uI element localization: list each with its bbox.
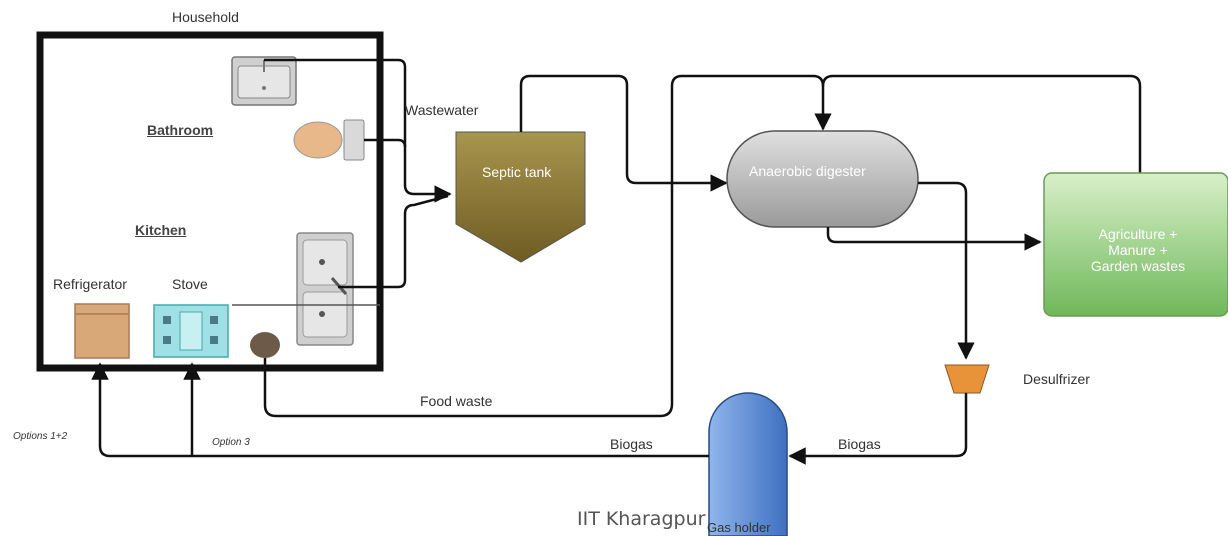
septic-tank-label: Septic tank [482,164,552,180]
anaerobic-digester-label: Anaerobic digester [749,163,866,179]
kitchen-label: Kitchen [135,222,187,238]
bathroom-label: Bathroom [147,122,214,138]
digester-to-agriculture-pipe [826,227,1042,251]
food-waste-label: Food waste [420,393,493,409]
agriculture-box-shape [1043,172,1228,317]
toilet-icon [293,119,365,161]
stove-icon [153,304,229,358]
gas-holder-label: Gas holder [707,520,771,535]
anaerobic-digester-shape [726,130,919,228]
wastewater-pipe-kitchen-sink [338,194,449,289]
gas-holder-shape [708,392,788,536]
agriculture-to-digester-pipe [821,74,1142,174]
food-waste-bin-icon [250,332,280,358]
bathroom-sink-icon [231,56,297,106]
gasholder-to-appliances-pipe [91,362,709,458]
stove-label: Stove [172,276,208,292]
septic-tank-shape [455,131,586,263]
wastewater-pipe-bath-sink [264,58,452,203]
food-waste-pipe [263,74,832,418]
wastewater-label: Wastewater [405,102,479,118]
desulfrizer-to-gasholder-pipe [788,393,968,465]
desulfrizer-label: Desulfrizer [1023,371,1090,387]
option-3-label: Option 3 [212,437,250,448]
refrigerator-label: Refrigerator [53,276,127,292]
digester-to-desulfrizer-pipe [918,181,975,360]
household-title: Household [172,9,239,25]
wastewater-pipe-toilet [364,138,407,148]
refrigerator-icon [74,303,130,359]
desulfrizer-shape [944,364,990,394]
footer-institution: IIT Kharagpur [577,508,706,530]
options-12-label: Options 1+2 [13,431,68,442]
septic-to-digester-pipe [519,74,728,192]
household-frame [36,31,384,372]
kitchen-sink-icon [296,232,354,346]
biogas-label-left: Biogas [610,436,653,452]
agriculture-label: Agriculture + Manure + Garden wastes [1090,226,1186,274]
biogas-label-right: Biogas [838,436,881,452]
